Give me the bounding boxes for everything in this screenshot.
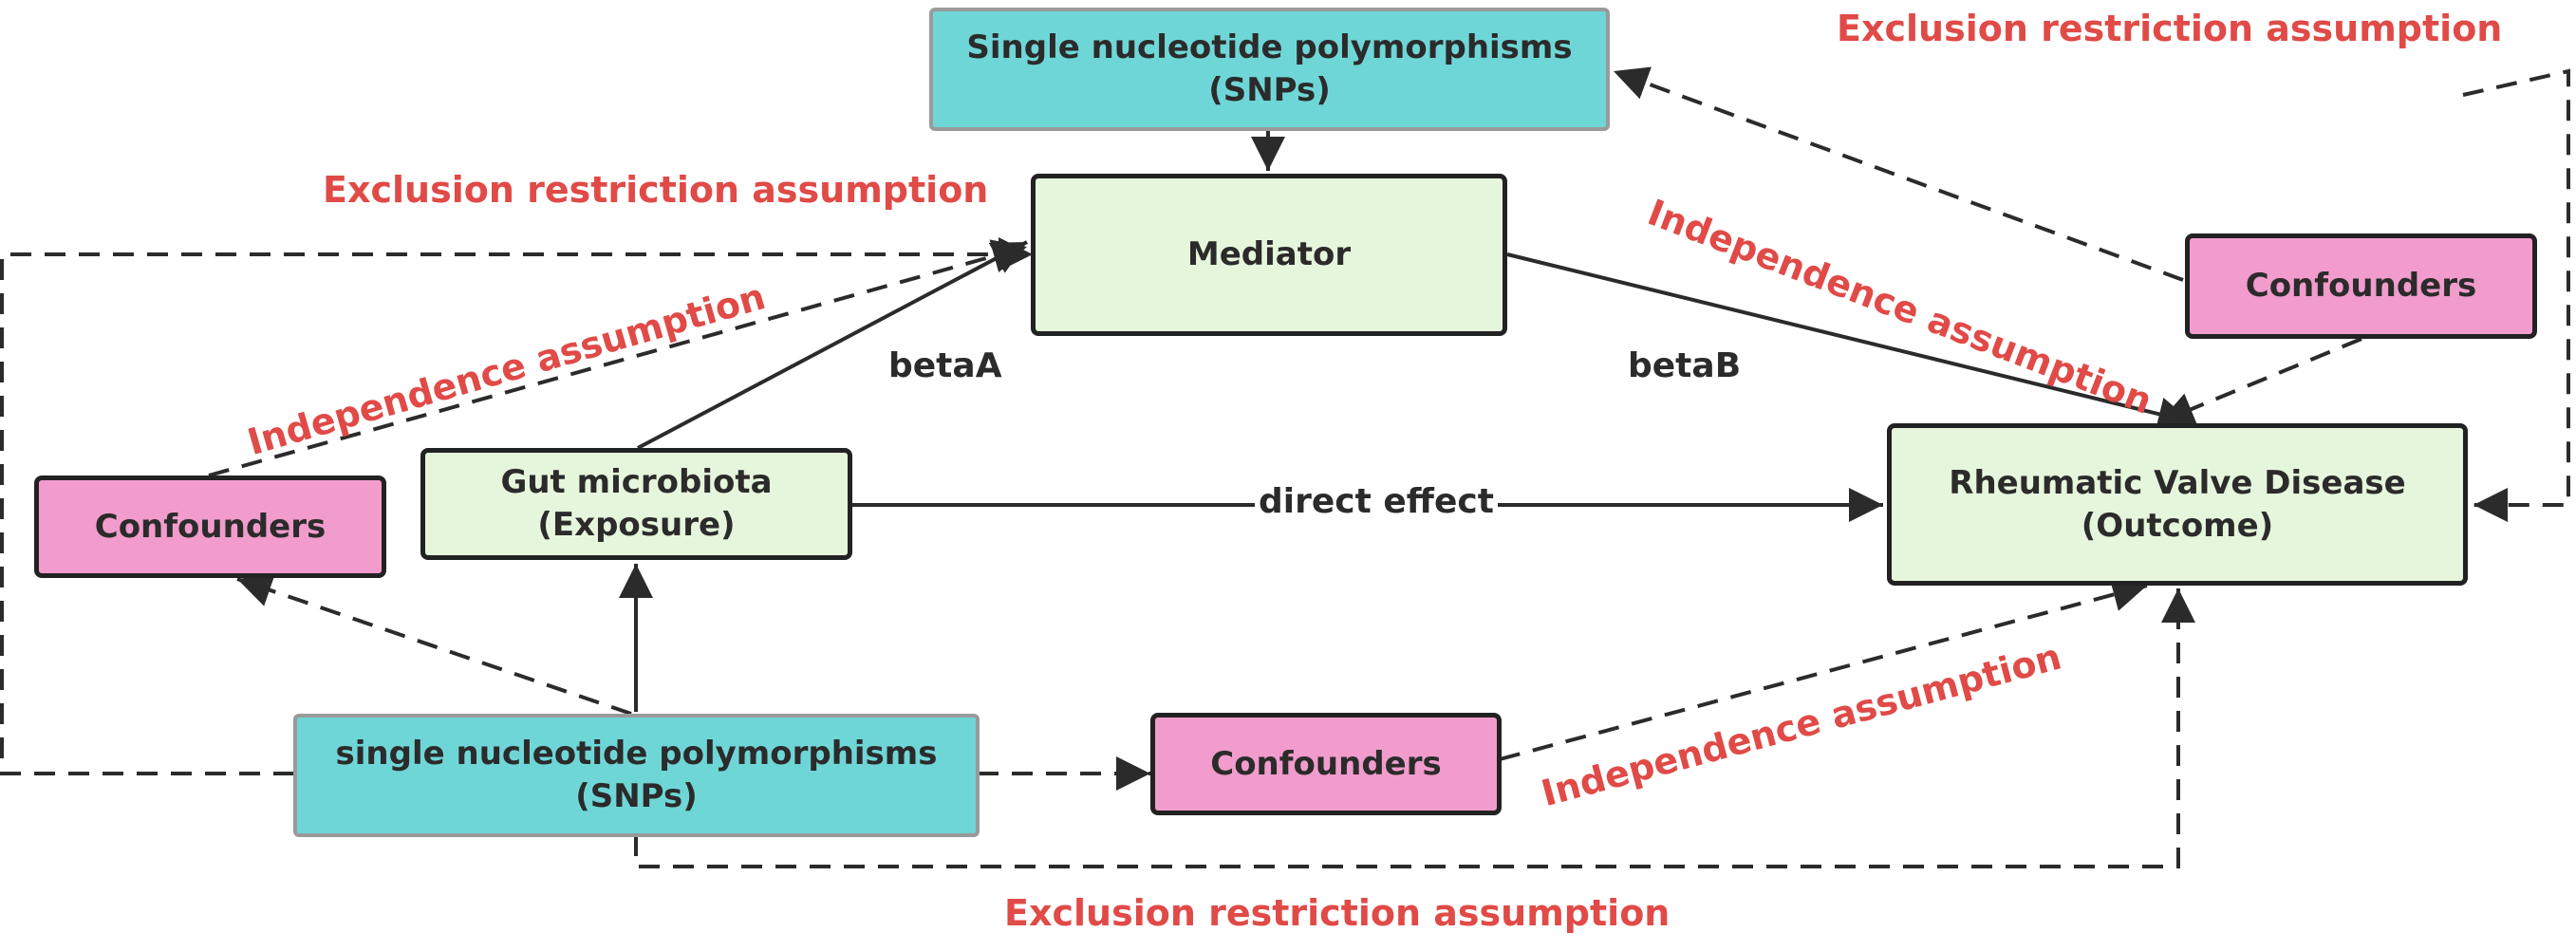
snps-bottom-line2: (SNPs): [575, 777, 698, 815]
direct-effect-label: direct effect: [1255, 482, 1498, 521]
beta-b-label: betaB: [1628, 346, 1742, 385]
mediator-node: Mediator: [1031, 174, 1507, 336]
dashed-snps-bottom-to-confounders-left: [236, 573, 632, 716]
arrow-gut-to-mediator-betaA: [637, 240, 1028, 450]
snps-top-line1: Single nucleotide polymorphisms: [966, 28, 1573, 67]
dashed-confounders-right-to-rvd: [2158, 337, 2362, 425]
gut-line2: (Exposure): [537, 506, 736, 544]
exclusion-label-top-right: Exclusion restriction assumption: [1837, 8, 2503, 49]
snps-bottom-line1: single nucleotide polymorphisms: [335, 735, 938, 774]
confounders-left-label: Confounders: [94, 507, 327, 546]
gut-microbiota-node: Gut microbiota (Exposure): [420, 448, 852, 560]
confounders-bottom-label: Confounders: [1210, 744, 1442, 783]
snps-top-node: Single nucleotide polymorphisms (SNPs): [929, 8, 1610, 131]
dashed-confounders-left-to-mediator: [208, 239, 1028, 477]
dashed-exclusion-top-right: [2462, 68, 2570, 522]
dashed-confounders-bottom-to-rvd: [1499, 577, 2148, 761]
rheumatic-valve-disease-node: Rheumatic Valve Disease (Outcome): [1887, 423, 2468, 586]
exclusion-label-left: Exclusion restriction assumption: [323, 169, 989, 211]
dashed-exclusion-left: [0, 237, 1033, 775]
gut-line1: Gut microbiota: [500, 463, 773, 502]
confounders-bottom-node: Confounders: [1150, 713, 1502, 815]
snps-top-line2: (SNPs): [1208, 71, 1331, 109]
mediator-label: Mediator: [1186, 235, 1352, 274]
rvd-line2: (Outcome): [2081, 506, 2274, 545]
exclusion-label-bottom: Exclusion restriction assumption: [1004, 892, 1671, 934]
rvd-line1: Rheumatic Valve Disease: [1949, 463, 2406, 502]
dashed-exclusion-bottom: [634, 588, 2195, 868]
confounders-right-label: Confounders: [2245, 267, 2477, 306]
confounders-right-node: Confounders: [2185, 233, 2537, 339]
snps-bottom-node: single nucleotide polymorphisms (SNPs): [293, 714, 980, 837]
arrow-mediator-to-rvd-betaB: [1506, 252, 2193, 431]
confounders-left-node: Confounders: [34, 476, 386, 578]
beta-a-label: betaA: [888, 346, 1002, 385]
